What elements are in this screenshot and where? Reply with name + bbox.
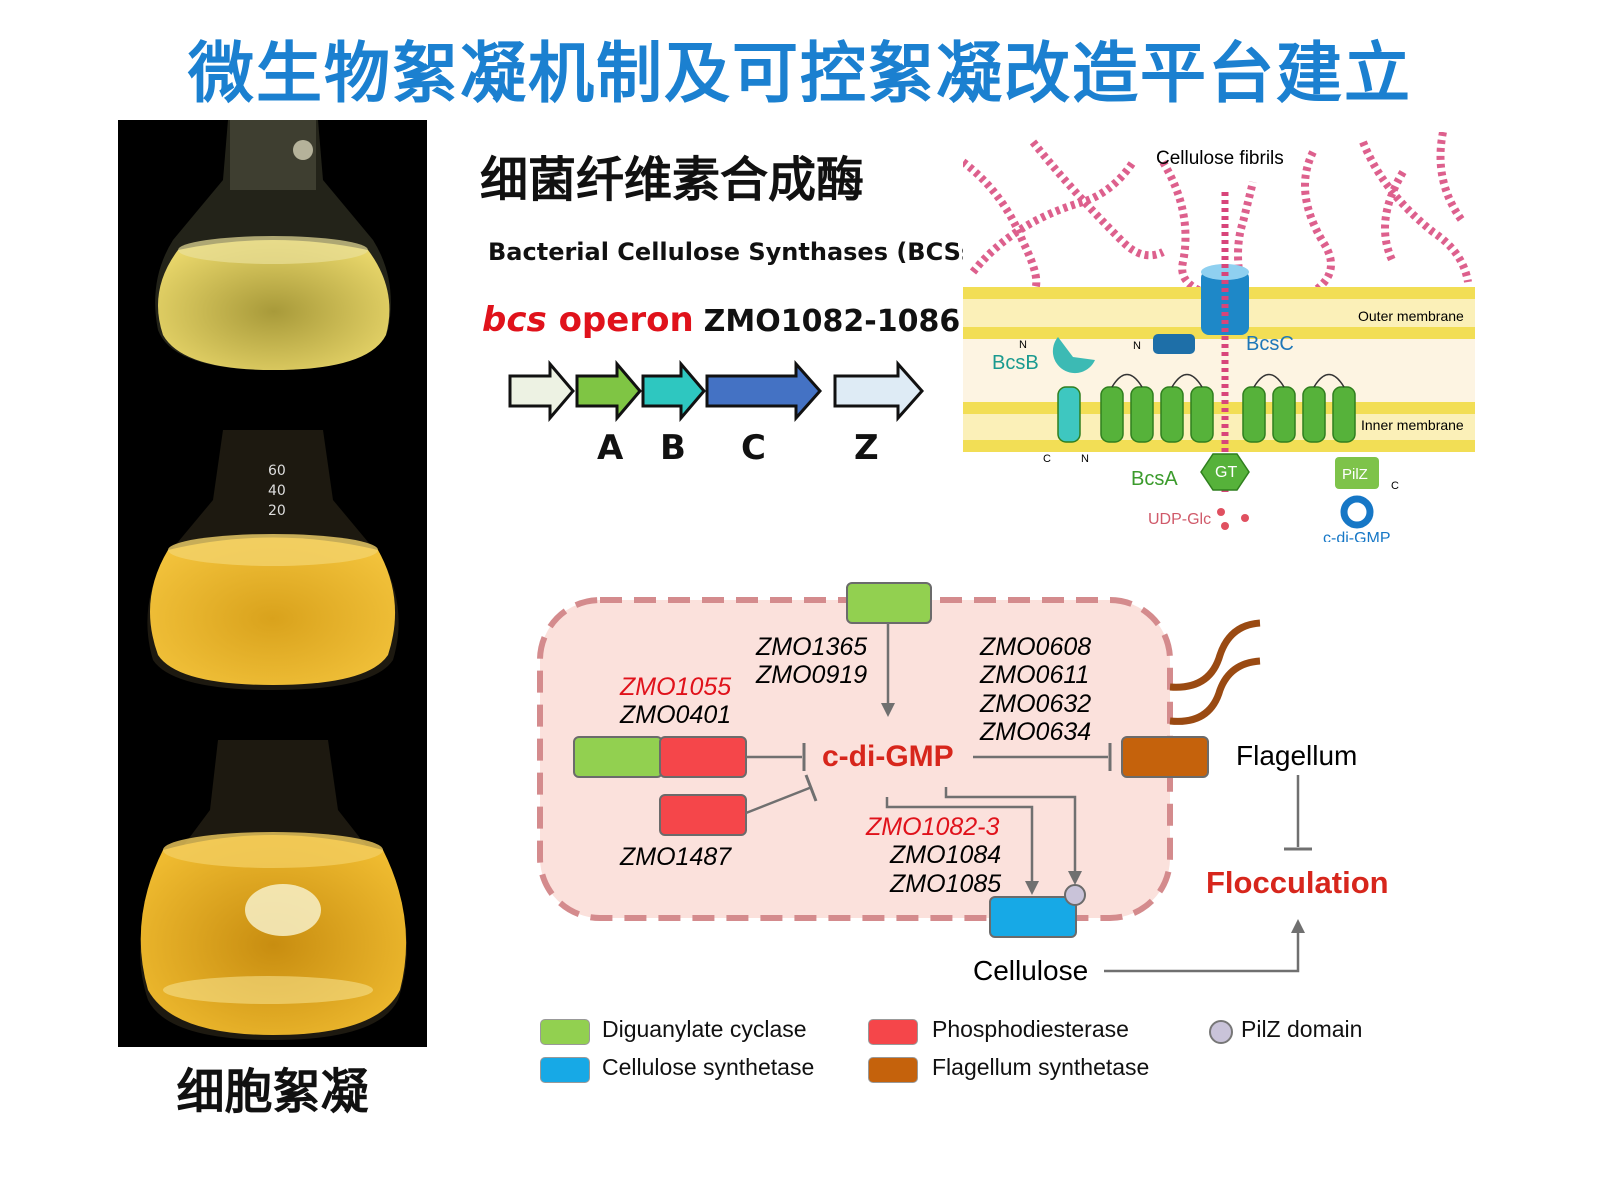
bcsc-domain <box>1153 334 1195 354</box>
dgc-left <box>573 736 663 778</box>
bcs-operon: bcs operon ZMO1082-1086 <box>482 300 960 340</box>
bcs-gene-red: ZMO1082-3 <box>865 813 999 841</box>
photo-caption: 细胞絮凝 <box>176 1064 369 1120</box>
flagellum-label: Flagellum <box>1236 740 1357 771</box>
operon-italic: bcs <box>482 300 547 340</box>
bcsb-shape <box>1052 337 1095 374</box>
label-udp-glc: UDP-Glc <box>1148 511 1211 528</box>
flask-3 <box>140 740 407 1040</box>
gene-label-a: A <box>597 428 624 468</box>
legend-label-flagellum: Flagellum synthetase <box>932 1054 1150 1080</box>
legend-label-cellulose: Cellulose synthetase <box>602 1054 815 1080</box>
bcs-gene-1: ZMO1084 <box>889 841 1001 869</box>
legend-swatch-pilz <box>1209 1020 1233 1044</box>
gene-label-z: Z <box>854 428 879 468</box>
pde-gene: ZMO0401 <box>619 701 731 729</box>
pde-lower <box>659 794 747 836</box>
flag-gene-4: ZMO0634 <box>979 718 1091 746</box>
dgc-top <box>846 582 932 624</box>
membrane-diagram: Cellulose fibrils Outer membrane Inner m… <box>963 132 1475 542</box>
svg-text:C: C <box>1043 453 1051 465</box>
dgc-gene-2: ZMO0919 <box>755 661 867 689</box>
gt-domain <box>1200 453 1250 491</box>
label-cellulose-fibrils: Cellulose fibrils <box>1156 148 1284 169</box>
bcs-title-cn: 细菌纤维素合成酶 <box>480 152 865 208</box>
flask-2: 60 40 20 <box>147 430 399 690</box>
label-cdigmp-mem: c-di-GMP <box>1323 530 1391 542</box>
label-bcsc: BcsC <box>1246 333 1294 355</box>
svg-text:40: 40 <box>268 483 286 499</box>
label-inner-membrane: Inner membrane <box>1361 417 1464 433</box>
cdigmp-label: c-di-GMP <box>822 740 954 773</box>
bcsa-helices <box>1057 386 1356 443</box>
legend-label-pilz: PilZ domain <box>1241 1016 1363 1042</box>
svg-text:60: 60 <box>268 463 286 479</box>
page-title: 微生物絮凝机制及可控絮凝改造平台建立 <box>188 35 1412 112</box>
svg-text:20: 20 <box>268 503 286 519</box>
legend-label-dgc: Diguanylate cyclase <box>602 1016 807 1042</box>
legend-swatch-dgc <box>540 1019 590 1045</box>
pde2-gene: ZMO1487 <box>619 843 732 871</box>
operon-arrow-A <box>575 360 642 422</box>
operon-word: operon <box>546 300 694 340</box>
flag-gene-2: ZMO0611 <box>979 661 1089 689</box>
label-gt: GT <box>1215 464 1237 481</box>
label-bcsa: BcsA <box>1131 468 1178 490</box>
flag-gene-1: ZMO0608 <box>979 633 1091 661</box>
svg-text:N: N <box>1133 340 1141 352</box>
operon-arrow-Z <box>833 360 925 422</box>
cellulose-label: Cellulose <box>973 955 1088 986</box>
operon-arrow-B <box>641 360 706 422</box>
bcs-title-en: Bacterial Cellulose Synthases (BCSs) <box>488 238 987 266</box>
label-outer-membrane: Outer membrane <box>1358 308 1464 324</box>
pde-gene-red: ZMO1055 <box>619 673 731 701</box>
bcs-gene-2: ZMO1085 <box>889 870 1001 898</box>
flagellum-box <box>1121 736 1209 778</box>
legend-label-pde: Phosphodiesterase <box>932 1016 1129 1042</box>
cellulose-fibrils <box>963 132 1472 296</box>
bcsc-barrel <box>1201 270 1249 335</box>
pilz-domain <box>1335 457 1379 489</box>
legend-swatch-flagellum <box>868 1057 918 1083</box>
legend-swatch-cellulose <box>540 1057 590 1083</box>
flask-1 <box>155 120 391 370</box>
legend-swatch-pde <box>868 1019 918 1045</box>
dgc-gene-1: ZMO1365 <box>755 633 867 661</box>
operon-arrows <box>508 360 925 422</box>
operon-arrow-1 <box>508 360 575 422</box>
pilz-circle <box>1064 884 1086 906</box>
operon-genes: ZMO1082-1086 <box>703 304 961 339</box>
svg-text:N: N <box>1081 453 1089 465</box>
pathway-diagram: ZMO1365 ZMO0919 ZMO1055 ZMO0401 ZMO0608 … <box>537 582 1389 986</box>
label-pilz: PilZ <box>1342 466 1368 483</box>
svg-text:C: C <box>1391 480 1399 492</box>
cdigmp-ring <box>1340 495 1374 529</box>
svg-text:N: N <box>1019 339 1027 351</box>
flag-gene-3: ZMO0632 <box>979 690 1091 718</box>
gene-label-c: C <box>741 428 766 468</box>
operon-arrow-C <box>705 360 823 422</box>
flocculation-label: Flocculation <box>1206 865 1389 900</box>
pde-left <box>659 736 747 778</box>
gene-label-b: B <box>660 428 686 468</box>
flask-photo: 60 40 20 <box>118 120 427 1047</box>
cellulose-synthase-box <box>989 896 1077 938</box>
label-bcsb: BcsB <box>992 352 1039 374</box>
